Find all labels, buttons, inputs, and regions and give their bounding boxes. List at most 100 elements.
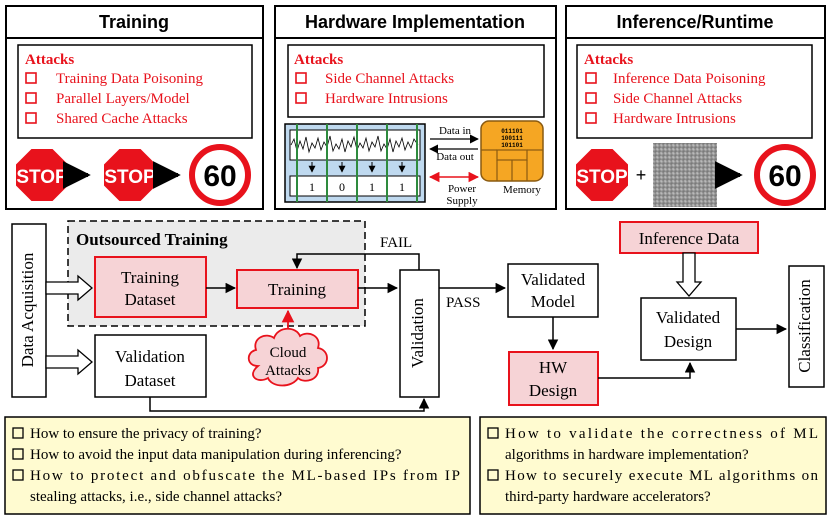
checkbox-icon (585, 112, 597, 124)
data-acquisition-box (11, 223, 47, 398)
plus-icon: + (636, 165, 647, 185)
cloud-attacks-label: Cloud (270, 345, 307, 361)
validated-model-label: Validated (521, 270, 586, 289)
flow-diagram: Outsourced Training Data Acquisition Tra… (11, 220, 825, 412)
inference-attack-item: Hardware Intrusions (613, 111, 736, 127)
training-attack-item: Training Data Poisoning (56, 71, 203, 87)
training-dataset-box (94, 256, 207, 318)
hardware-attack-item: Hardware Intrusions (325, 91, 448, 107)
speed-limit-sign-icon: 60 (754, 144, 816, 206)
question-item: How to validate the correctness of ML (505, 426, 818, 442)
validated-model-label: Model (531, 292, 576, 311)
svg-text:STOP: STOP (16, 167, 68, 188)
bit-value: 0 (339, 180, 345, 194)
inference-panel-title: Inference/Runtime (616, 12, 773, 32)
bit-value: 1 (369, 180, 375, 194)
question-item-continued: third-party hardware accelerators? (505, 489, 711, 505)
validation-dataset-label: Validation (115, 347, 185, 366)
pass-label: PASS (446, 295, 480, 311)
training-panel: Training Attacks Training Data Poisoning… (5, 5, 264, 210)
data-acquisition-label: Data Acquisition (18, 252, 37, 367)
checkbox-icon (25, 92, 37, 104)
training-panel-title: Training (99, 12, 169, 32)
inference-attack-item: Inference Data Poisoning (613, 71, 766, 87)
side-channel-trace-icon: 1 0 1 1 (284, 123, 426, 203)
training-attacks-label: Attacks (25, 52, 74, 68)
training-attack-list: Training Data Poisoning Parallel Layers/… (25, 71, 203, 127)
checkbox-icon (25, 112, 37, 124)
svg-text:60: 60 (768, 160, 801, 193)
stop-sign-icon: STOP (102, 147, 158, 203)
svg-text:60: 60 (203, 160, 236, 193)
checkbox-icon (12, 448, 24, 460)
validated-design-label: Validated (656, 308, 721, 327)
hardware-attack-item: Side Channel Attacks (325, 71, 454, 87)
memory-chip-icon: 011101 100111 101101 (480, 120, 544, 182)
questions-left-box: How to ensure the privacy of training? H… (4, 416, 471, 515)
checkbox-icon (487, 427, 499, 439)
classification-label: Classification (795, 279, 814, 373)
noise-image-icon (653, 143, 717, 207)
bit-value: 1 (309, 180, 315, 194)
inference-panel: Inference/Runtime Attacks Inference Data… (565, 5, 826, 210)
svg-text:100111: 100111 (501, 135, 523, 142)
stop-sign-icon: STOP (14, 147, 70, 203)
checkbox-icon (585, 72, 597, 84)
validated-design-box (640, 297, 737, 361)
validated-design-label: Design (664, 332, 713, 351)
checkbox-icon (487, 469, 499, 481)
data-in-label: Data in (439, 125, 472, 137)
hardware-panel-title: Hardware Implementation (305, 12, 525, 32)
validated-model-box (507, 263, 599, 318)
speed-limit-sign-icon: 60 (189, 144, 251, 206)
inference-attack-item: Side Channel Attacks (613, 91, 742, 107)
training-label: Training (268, 280, 326, 299)
bit-value: 1 (399, 180, 405, 194)
hardware-attacks-label: Attacks (294, 52, 343, 68)
validation-label: Validation (408, 298, 427, 368)
supply-label: Supply (446, 195, 478, 207)
checkbox-icon (12, 427, 24, 439)
checkbox-icon (295, 72, 307, 84)
question-item: How to ensure the privacy of training? (30, 426, 262, 442)
fail-label: FAIL (380, 235, 412, 251)
question-item: How to avoid the input data manipulation… (30, 447, 402, 463)
question-item-continued: algorithms in hardware implementation? (505, 447, 749, 463)
training-attack-item: Shared Cache Attacks (56, 111, 188, 127)
svg-text:STOP: STOP (104, 167, 156, 188)
inference-data-box (619, 221, 759, 254)
hw-design-label: Design (529, 381, 578, 400)
svg-text:STOP: STOP (576, 167, 628, 188)
validation-dataset-label: Dataset (125, 371, 176, 390)
questions-right-box: How to validate the correctness of ML al… (479, 416, 827, 515)
svg-text:011101: 011101 (501, 128, 523, 135)
checkbox-icon (12, 469, 24, 481)
hardware-panel: Hardware Implementation Attacks Side Cha… (274, 5, 557, 210)
checkbox-icon (25, 72, 37, 84)
classification-box (788, 265, 825, 388)
question-item: How to securely execute ML algorithms on (505, 468, 819, 484)
svg-text:101101: 101101 (501, 142, 523, 149)
outsourced-training-label: Outsourced Training (76, 230, 228, 249)
checkbox-icon (295, 92, 307, 104)
validation-dataset-box (94, 334, 207, 398)
cloud-attacks-label: Attacks (265, 363, 311, 379)
training-dataset-label: Dataset (125, 290, 176, 309)
inference-attacks-label: Attacks (584, 52, 633, 68)
question-item: How to protect and obfuscate the ML-base… (30, 468, 460, 484)
question-item-continued: stealing attacks, i.e., side channel att… (30, 489, 282, 505)
cloud-attacks-icon: Cloud Attacks (247, 327, 328, 387)
training-dataset-label: Training (121, 268, 179, 287)
hollow-arrow-down-icon (675, 252, 703, 297)
memory-label: Memory (503, 184, 541, 196)
hollow-arrow-icon (45, 274, 93, 302)
inference-data-label: Inference Data (639, 229, 740, 248)
data-out-label: Data out (436, 151, 474, 163)
checkbox-icon (585, 92, 597, 104)
stop-sign-icon: STOP (574, 147, 630, 203)
training-attack-item: Parallel Layers/Model (56, 91, 190, 107)
training-box (236, 269, 359, 309)
power-label: Power (448, 183, 476, 195)
